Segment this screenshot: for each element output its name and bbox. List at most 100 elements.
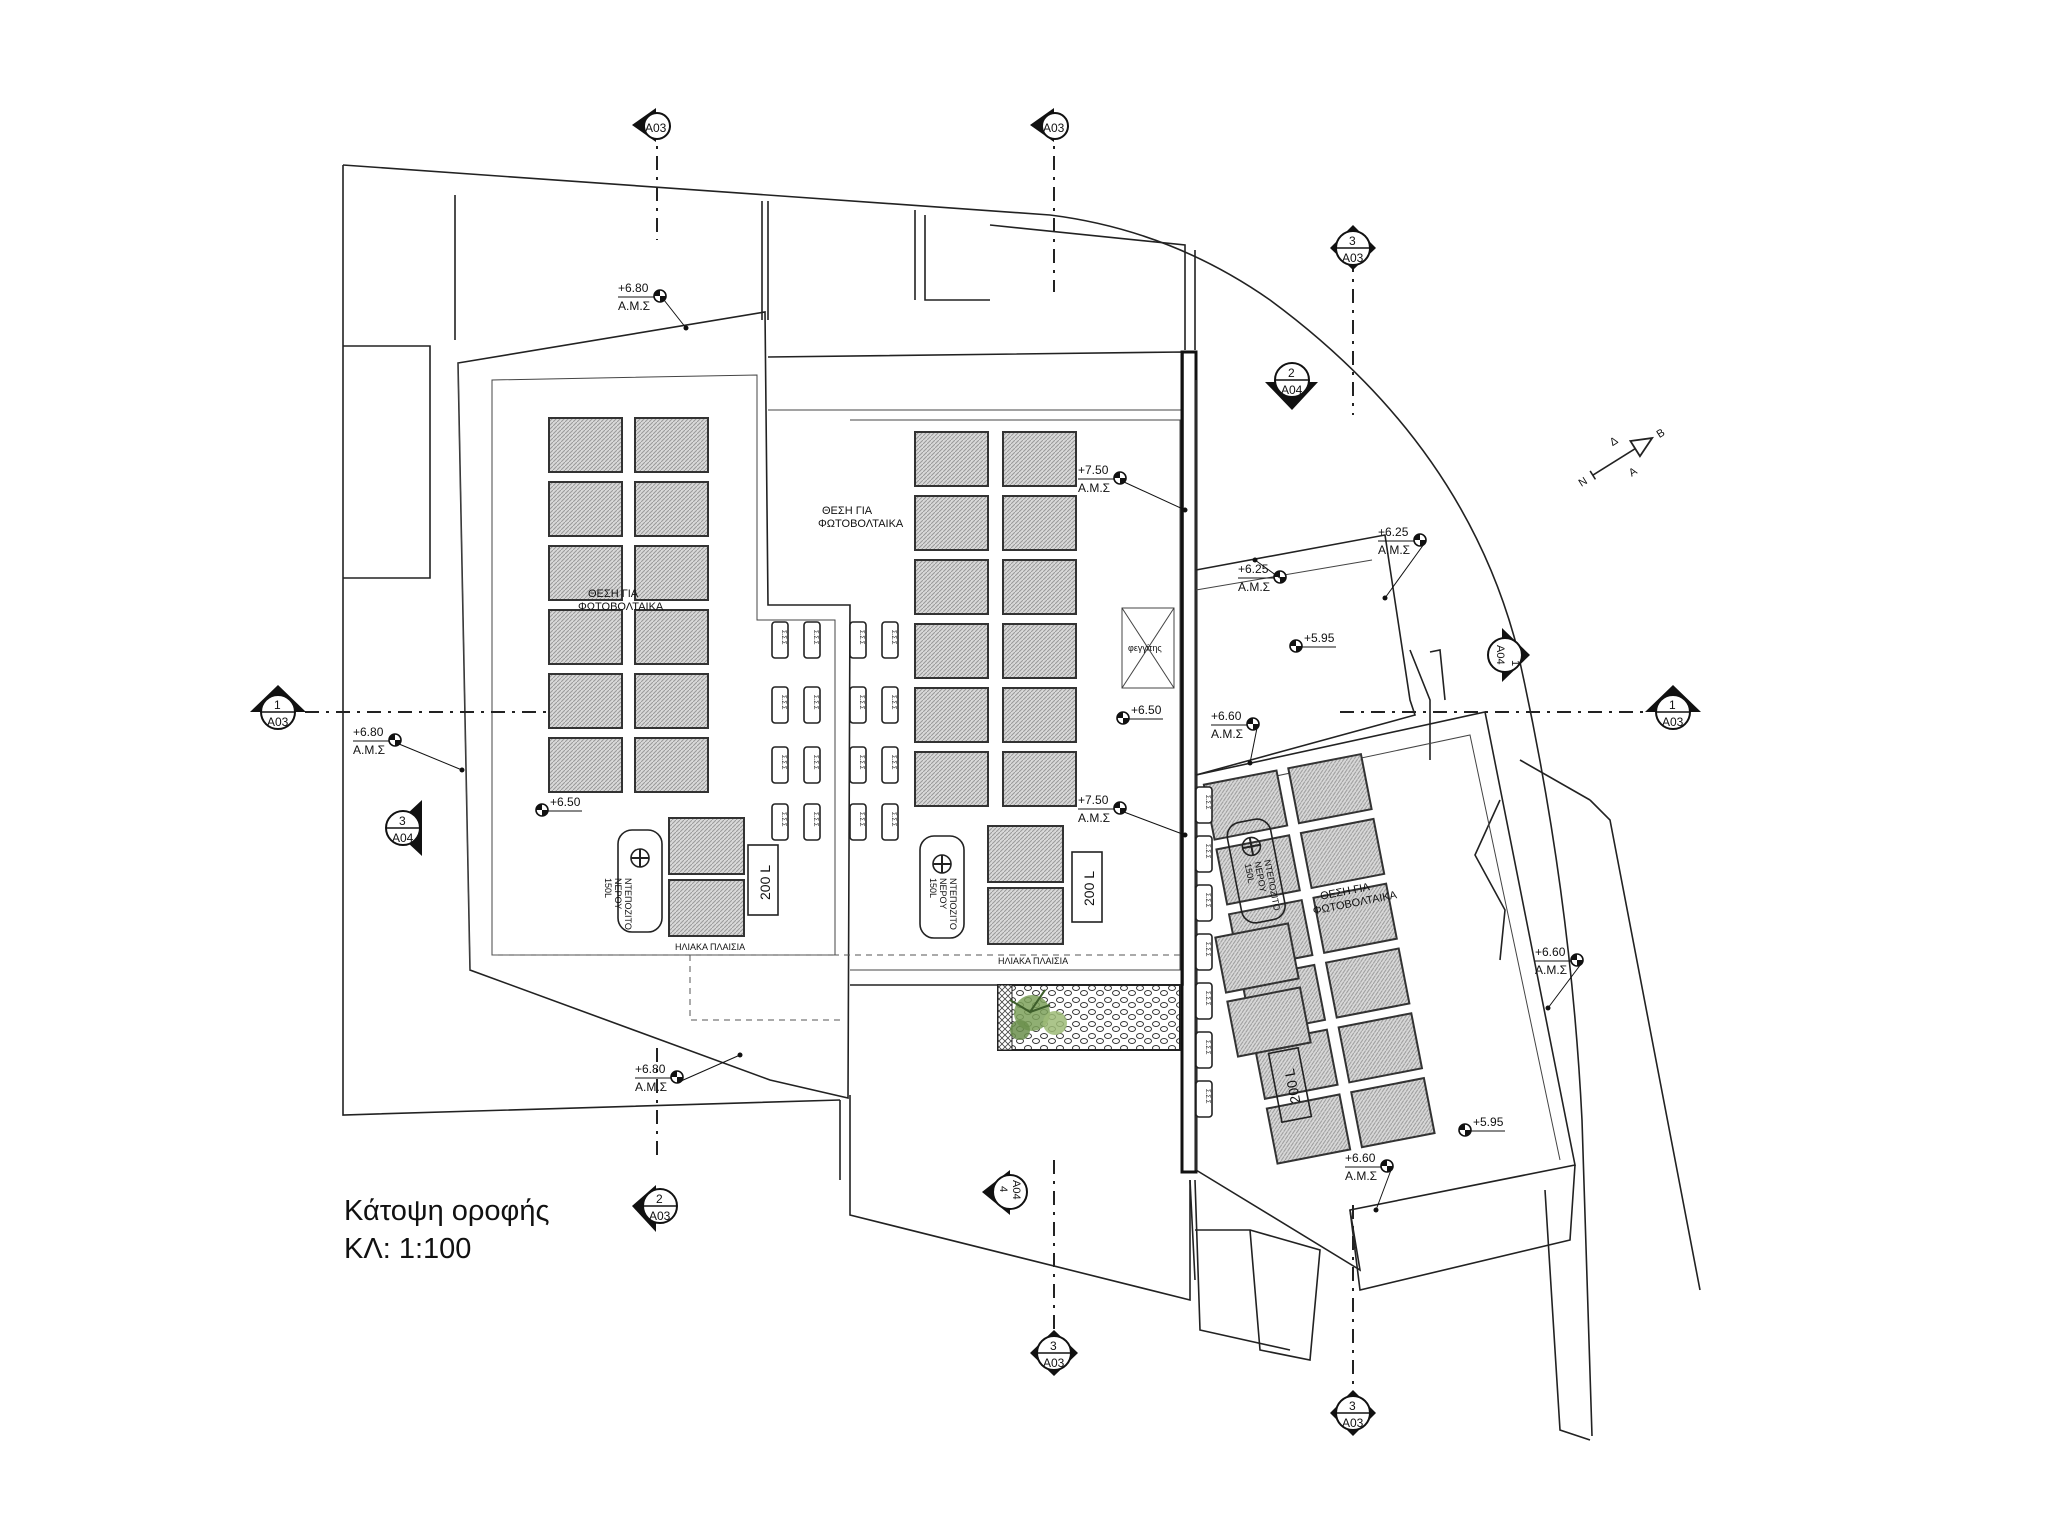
section-marker-3-a03-bottom-center: 3 Α03 [1030,1330,1078,1376]
section-marker-3-a03-bottom-right: 3 Α03 [1330,1390,1376,1436]
svg-text:3: 3 [1349,234,1356,248]
level-value: +6.80 [635,1062,666,1076]
svg-text:Α04: Α04 [1010,1180,1022,1200]
section-marker-a03-top-left: Α03 [632,108,671,142]
section-lines [305,125,1650,1390]
level-value: +5.95 [1304,631,1335,645]
level-value: +6.60 [1535,945,1566,959]
solar-panels-label-center: ΗΛΙΑΚΑ ΠΛΑΙΣΙΑ [998,956,1068,966]
svg-text:Ν: Ν [1577,475,1590,489]
level-marker: +6.60Α.Μ.Σ [1211,709,1260,766]
svg-text:1: 1 [1669,698,1676,712]
solar-panel [1226,986,1312,1058]
section-marker-1-a04-rotated: Α04 1 [1487,628,1530,682]
level-value: +6.60 [1345,1151,1376,1165]
ac-unit: Σ.Σ.Σ [881,686,899,724]
section-label-rotated: Α04 [1494,645,1506,665]
svg-text:Α: Α [1627,465,1640,479]
tank-200l-right: 200 L [1267,1046,1313,1124]
svg-text:Α03: Α03 [267,715,289,729]
level-value: +6.80 [353,725,384,739]
svg-text:Σ.Σ.Σ: Σ.Σ.Σ [812,695,818,710]
section-marker-1-a03-left: 1 Α03 [250,685,306,730]
solar-array-center [914,431,1077,945]
ac-unit: Σ.Σ.Σ [771,746,789,784]
svg-text:Σ.Σ.Σ: Σ.Σ.Σ [812,812,818,827]
svg-text:200 L: 200 L [1081,871,1097,906]
tank-200l-center: 200 L [1071,851,1103,923]
svg-text:2: 2 [1288,366,1295,380]
level-marker: +6.60Α.Μ.Σ [1345,1151,1394,1213]
ac-unit: Σ.Σ.Σ [881,746,899,784]
level-ams: Α.Μ.Σ [618,299,650,313]
section-marker-1-a03-right: 1 Α03 [1645,685,1701,730]
ac-unit: Σ.Σ.Σ [881,803,899,841]
svg-text:Β: Β [1655,427,1668,441]
level-marker: +5.95 [1289,631,1336,653]
ac-unit: Σ.Σ.Σ [1195,1080,1213,1118]
svg-text:Σ.Σ.Σ: Σ.Σ.Σ [812,755,818,770]
ac-unit: Σ.Σ.Σ [771,686,789,724]
level-marker: +6.80Α.Μ.Σ [353,725,465,773]
water-tank-text: ΝΤΕΠΟΖΙΤΟΝΕΡΟΥ150L [928,878,958,930]
svg-text:Δ: Δ [1608,434,1621,448]
ac-unit: Σ.Σ.Σ [803,803,821,841]
ac-unit: Σ.Σ.Σ [849,686,867,724]
solar-array-left [548,417,745,937]
ac-unit: Σ.Σ.Σ [1195,884,1213,922]
pv-label-left: ΘΕΣΗ ΓΙΑ ΦΩΤΟΒΟΛΤΑΙΚΑ [578,588,664,613]
svg-text:Α03: Α03 [1662,715,1684,729]
svg-text:Σ.Σ.Σ: Σ.Σ.Σ [812,630,818,645]
svg-text:Σ.Σ.Σ: Σ.Σ.Σ [1204,991,1210,1006]
level-marker: +6.50 [535,795,582,817]
svg-text:Σ.Σ.Σ: Σ.Σ.Σ [1204,844,1210,859]
level-marker: +6.80Α.Μ.Σ [635,1052,743,1094]
pv-label-center: ΘΕΣΗ ΓΙΑ ΦΩΤΟΒΟΛΤΑΙΚΑ [818,505,904,530]
level-ams: Α.Μ.Σ [1345,1169,1377,1183]
tank-200l-left: 200 L [747,844,779,916]
ac-unit: Σ.Σ.Σ [1195,835,1213,873]
ac-unit: Σ.Σ.Σ [881,621,899,659]
svg-text:Σ.Σ.Σ: Σ.Σ.Σ [858,755,864,770]
svg-text:Σ.Σ.Σ: Σ.Σ.Σ [858,630,864,645]
ac-unit: Σ.Σ.Σ [803,686,821,724]
level-value: +5.95 [1473,1115,1504,1129]
svg-text:Σ.Σ.Σ: Σ.Σ.Σ [890,755,896,770]
level-marker: +6.60Α.Μ.Σ [1535,945,1584,1011]
level-value: +6.50 [1131,703,1162,717]
level-ams: Α.Μ.Σ [1238,580,1270,594]
level-marker: +7.50Α.Μ.Σ [1078,793,1188,838]
svg-text:1: 1 [1509,660,1521,666]
svg-text:Σ.Σ.Σ: Σ.Σ.Σ [890,630,896,645]
north-arrow: Β Ν Δ Α [1577,427,1668,490]
ac-unit: Σ.Σ.Σ [1195,786,1213,824]
svg-text:Σ.Σ.Σ: Σ.Σ.Σ [1204,942,1210,957]
ac-unit: Σ.Σ.Σ [849,803,867,841]
level-ams: Α.Μ.Σ [1078,481,1110,495]
svg-text:Α03: Α03 [645,121,667,135]
level-ams: Α.Μ.Σ [635,1080,667,1094]
svg-text:3: 3 [399,814,406,828]
svg-text:200 L: 200 L [757,865,773,900]
svg-text:Α03: Α03 [649,1209,671,1223]
svg-text:Σ.Σ.Σ: Σ.Σ.Σ [858,812,864,827]
water-tank-left: ΝΤΕΠΟΖΙΤΟΝΕΡΟΥ150L [603,829,663,933]
water-tank-text: ΝΤΕΠΟΖΙΤΟΝΕΡΟΥ150L [603,878,633,930]
solar-panels-label-left: ΗΛΙΑΚΑ ΠΛΑΙΣΙΑ [675,942,745,952]
section-marker-2-a03-bottom: 2 Α03 [632,1185,678,1232]
level-ams: Α.Μ.Σ [1378,543,1410,557]
svg-text:Σ.Σ.Σ: Σ.Σ.Σ [1204,1089,1210,1104]
level-marker: +6.25Α.Μ.Σ [1378,525,1427,601]
level-ams: Α.Μ.Σ [353,743,385,757]
ac-unit: Σ.Σ.Σ [771,621,789,659]
svg-text:Σ.Σ.Σ: Σ.Σ.Σ [1204,795,1210,810]
svg-text:Σ.Σ.Σ: Σ.Σ.Σ [780,630,786,645]
svg-text:ΘΕΣΗ ΓΙΑ: ΘΕΣΗ ΓΙΑ [822,505,873,517]
planter [997,984,1181,1051]
svg-text:3: 3 [1349,1399,1356,1413]
svg-text:Σ.Σ.Σ: Σ.Σ.Σ [1204,893,1210,908]
svg-text:Σ.Σ.Σ: Σ.Σ.Σ [780,695,786,710]
level-ams: Α.Μ.Σ [1078,811,1110,825]
svg-text:Σ.Σ.Σ: Σ.Σ.Σ [780,755,786,770]
